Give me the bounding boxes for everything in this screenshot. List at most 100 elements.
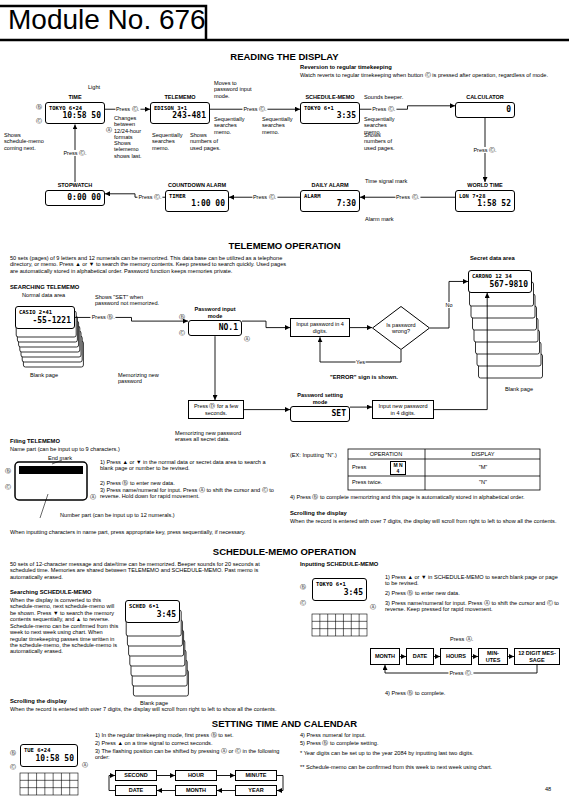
- sequence-box: 12 DIGIT MES- SAGE: [514, 648, 560, 665]
- note-text: Ⓑ: [300, 584, 308, 590]
- note-text: When the record is entered with over 7 d…: [290, 518, 560, 524]
- lcd-display: TOKYO 6•13:45: [312, 578, 367, 601]
- lcd-screen: EDISON 3•1243-481: [150, 102, 210, 125]
- connector-label: Press Ⓒ.: [472, 147, 497, 153]
- note-text: Ⓑ: [5, 468, 13, 474]
- note-text: ** Schedule-memo can be confirmed from t…: [300, 764, 560, 770]
- lcd-display: DAILY ALARMALARM7:30: [300, 182, 360, 212]
- connector-label: Press Ⓒ.: [252, 194, 277, 200]
- watch-display: [15, 462, 87, 500]
- sequence-box: HOUR: [175, 770, 217, 781]
- note-text: Scrolling the display: [290, 510, 390, 517]
- node-text: Is password wrong?: [372, 322, 430, 335]
- note-text: 2) Press Ⓑ to enter new data.: [100, 480, 275, 486]
- sequence-box: MINUTE: [235, 770, 277, 781]
- display-text: ALARM: [304, 193, 356, 200]
- node-text: 12 DIGIT MES- SAGE: [517, 650, 557, 662]
- connector-arrow: [434, 293, 487, 410]
- lcd-screen: TOKYO 6•13:35: [300, 102, 360, 125]
- display-text: 3:45: [316, 588, 363, 598]
- section-heading: READING THE DISPLAY: [0, 52, 569, 63]
- note-text: 5) Press Ⓑ to complete setting.: [300, 740, 500, 746]
- lcd-screen: CASIO 2•41-55-1221: [15, 306, 75, 329]
- section-heading: TELEMEMO OPERATION: [0, 241, 569, 252]
- lcd-screen: TOKYO 6•2410:58 50: [45, 102, 105, 125]
- note-text: 3) Press name/numeral for input. Press Ⓐ…: [100, 487, 275, 500]
- lcd-display: Password input modeNO.1: [188, 306, 242, 336]
- display-text: TOKYO 6•1: [316, 581, 363, 588]
- lcd-display: CARDNO 12 34567-9810: [468, 270, 532, 293]
- display-text: 243-481: [154, 111, 206, 121]
- sequence-box: DATE: [406, 648, 434, 665]
- connector-label: Yes: [355, 359, 366, 365]
- key-symbol: M N 4: [390, 461, 406, 475]
- note-text: 4) Press Ⓑ to complete memorizing and th…: [290, 494, 560, 500]
- note-text: Sequentially searches memo.: [152, 132, 188, 151]
- note-text: Ⓒ: [300, 600, 308, 606]
- display-text: LON 7•28: [459, 193, 511, 200]
- node-text: DATE: [409, 653, 431, 659]
- sequence-box: MONTH: [175, 785, 217, 796]
- connector-label: Press Ⓒ.: [137, 194, 162, 200]
- connector-label: Press Ⓒ.: [448, 670, 473, 676]
- mode-heading: Password input mode: [188, 306, 242, 319]
- connector-arrow: [157, 790, 175, 791]
- process-box: Press Ⓓ for a few seconds.: [188, 400, 244, 419]
- node-text: Input new password in 4 digits.: [376, 403, 430, 416]
- lcd-display: CALCULATOR0: [455, 94, 515, 118]
- note-text: 50 sets (pages) of 9 letters and 12 nume…: [10, 255, 290, 274]
- note-text: 48: [545, 786, 561, 792]
- note-text: When inputting characters in name part, …: [10, 529, 280, 535]
- note-text: Filing TELEMEMO: [10, 438, 90, 445]
- connector-arrow: [244, 409, 290, 410]
- note-text: "ERROR" sign is shown.: [330, 374, 400, 381]
- lcd-screen: TUE 6•2410:58 50: [20, 744, 78, 767]
- connector-label: Press Ⓒ.: [62, 150, 87, 156]
- connector-label: No: [444, 302, 453, 308]
- note-text: 1) Press ▲ or ▼ in the normal data or se…: [100, 459, 275, 472]
- display-text: TOKYO 6•24: [49, 105, 101, 112]
- display-text: TOKYO 6•1: [304, 105, 356, 112]
- lcd-screen: 0: [455, 102, 515, 118]
- connector-label: Press Ⓒ.: [115, 106, 140, 112]
- mode-heading: CALCULATOR: [455, 94, 515, 101]
- note-text: Ⓐ: [106, 127, 113, 133]
- note-text: 4) Press numeral for input.: [300, 732, 500, 738]
- lcd-display: TELEMEMOEDISON 3•1243-481: [150, 94, 210, 124]
- display-text: 3:35: [304, 111, 356, 121]
- note-text: Shows "SET" when password not memorized.: [95, 294, 167, 307]
- process-box: Input password in 4 digits.: [290, 318, 350, 337]
- note-text: Blank page: [140, 700, 180, 706]
- note-text: 4) Press Ⓑ to complete.: [385, 690, 505, 696]
- note-text: Shows numbers of used pages.: [364, 132, 404, 151]
- connector-label: Press Ⓒ.: [371, 106, 396, 112]
- section-heading: SCHEDULE-MEMO OPERATION: [0, 547, 569, 558]
- connector-arrow: [157, 775, 175, 776]
- note-text: Blank page: [30, 372, 70, 378]
- connector-arrow: [430, 281, 468, 328]
- mode-heading: TELEMEMO: [150, 94, 210, 101]
- note-text: 3) The flashing position can be shifted …: [95, 748, 285, 761]
- note-text: Sequentially searches memo.: [262, 116, 298, 135]
- note-text: Memorizing new password erases all secre…: [175, 430, 255, 443]
- note-text: When the display is converted to this sc…: [10, 597, 120, 655]
- note-text: Searching SCHEDULE-MEMO: [10, 589, 120, 596]
- display-band: [19, 466, 83, 474]
- sequence-box: MIN- UTES: [478, 648, 508, 665]
- note-text: 50 sets of 12-character message and date…: [10, 561, 280, 580]
- note-text: 1) In the regular timekeeping mode, firs…: [95, 732, 290, 738]
- display-text: 7:30: [304, 199, 356, 209]
- sequence-box: YEAR: [235, 785, 277, 796]
- sequence-box: HOURS: [440, 648, 472, 665]
- display-text: EDISON 3•1: [154, 105, 206, 112]
- lcd-display: Password setting modeSET: [290, 392, 350, 422]
- display-text: SET: [294, 409, 346, 419]
- display-text: 10:58 50: [49, 111, 101, 121]
- note-text: Sounds beeper.: [364, 94, 404, 100]
- node-text: DATE: [118, 787, 154, 793]
- note-text: Time signal mark: [365, 178, 420, 184]
- lcd-display: STOPWATCH0:00 00: [45, 182, 105, 206]
- note-text: Ⓐ: [82, 762, 90, 768]
- process-box: Input new password in 4 digits.: [372, 400, 434, 419]
- mode-heading: TIME: [45, 94, 105, 101]
